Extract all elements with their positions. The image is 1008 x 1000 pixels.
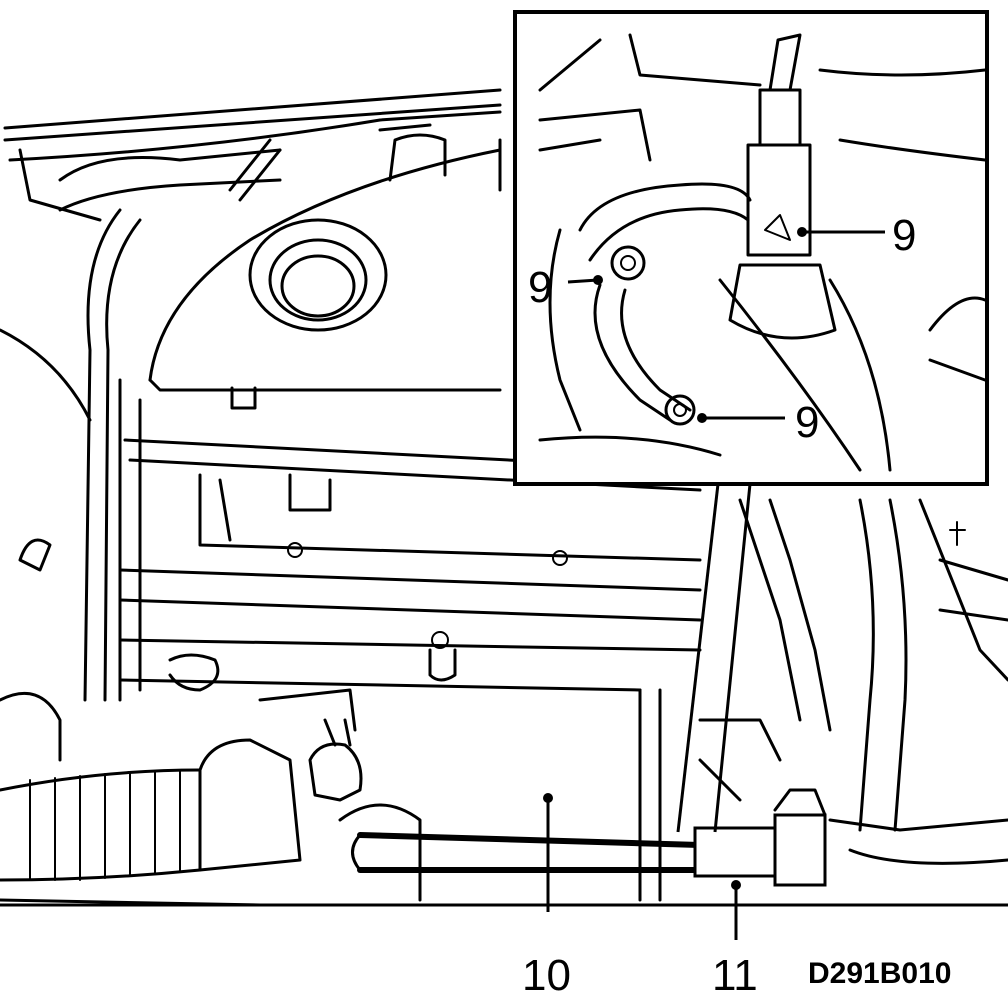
callout-9-lower: 9: [697, 398, 819, 447]
detail-inset: [513, 10, 989, 833]
engine-illustration: [0, 88, 1008, 907]
callout-label-9a: 9: [892, 211, 916, 260]
callout-9-sensor: 9: [797, 211, 916, 260]
callout-label-11: 11: [712, 951, 758, 1000]
callout-label-9c: 9: [795, 398, 819, 447]
callout-10: 10: [522, 793, 571, 1000]
pipe-10: [351, 832, 703, 873]
connector-11: [693, 788, 827, 887]
callout-9-left: 9: [528, 263, 603, 312]
callout-11: 11: [712, 880, 758, 1000]
callout-label-10: 10: [522, 951, 571, 1000]
callout-label-9b: 9: [528, 263, 552, 312]
bolt-upper: [610, 245, 646, 281]
corrugated-hose: [0, 768, 202, 882]
bolt-lower: [664, 394, 696, 426]
figure-reference: D291B010: [808, 957, 951, 990]
oil-filler-cap: [248, 218, 388, 332]
oxygen-sensor: [728, 33, 837, 340]
